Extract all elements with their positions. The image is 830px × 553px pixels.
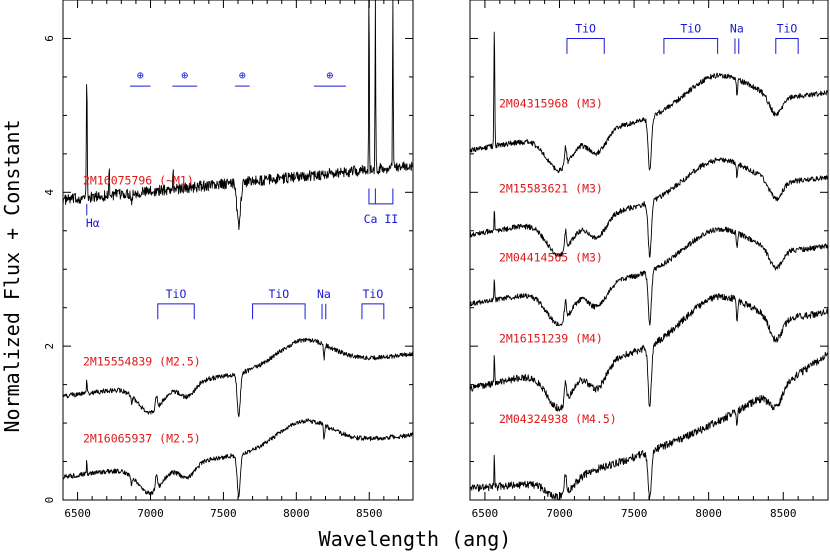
- feature-label: TiO: [575, 21, 596, 35]
- panel-2: 2M04315968 (M3) 2M15583621 (M3) 2M04414565…: [469, 0, 829, 520]
- spectrum-line: [469, 31, 829, 174]
- feature-label: TiO: [268, 287, 289, 301]
- feature-bracket: [361, 303, 385, 320]
- x-tick-label: 8000: [283, 507, 310, 520]
- spectrum-label: 2M15554839 (M2.5): [83, 354, 201, 368]
- x-tick-label: 6500: [64, 507, 91, 520]
- feature-label: Na: [730, 21, 744, 35]
- spectrum-label: 2M16151239 (M4): [499, 331, 603, 345]
- spectrum-label: 2M16075796 (~M1): [83, 174, 194, 188]
- spectrum-line: [62, 337, 414, 418]
- x-tick-label: 8000: [695, 507, 722, 520]
- y-tick-label: 2: [43, 343, 56, 350]
- feature-label: TiO: [166, 287, 187, 301]
- spectrum-line: [469, 351, 829, 501]
- spectrum-label: 2M15583621 (M3): [499, 181, 603, 195]
- x-tick-label: 6500: [472, 507, 499, 520]
- spectrum-line: [469, 226, 829, 327]
- x-tick-label: 7000: [546, 507, 573, 520]
- spectrum-line: [469, 157, 829, 258]
- feature-label: TiO: [363, 287, 384, 301]
- y-axis-title: Normalized Flux + Constant: [0, 119, 24, 432]
- telluric-symbol: ⊕: [137, 68, 144, 82]
- x-tick-label: 8500: [770, 507, 797, 520]
- spectrum-line: [62, 418, 414, 498]
- spectrum-line: [62, 0, 414, 231]
- feature-label: Hα: [86, 216, 100, 230]
- feature-bracket: [775, 37, 799, 54]
- y-tick-label: 4: [43, 189, 56, 196]
- feature-label: TiO: [777, 21, 798, 35]
- panel-1: 2M16075796 (~M1) 2M15554839 (M2.5) 2M16065…: [43, 0, 414, 520]
- telluric-symbol: ⊕: [326, 68, 333, 82]
- x-tick-label: 7500: [621, 507, 648, 520]
- spectrum-label: 2M04324938 (M4.5): [499, 412, 617, 426]
- telluric-symbol: ⊕: [181, 68, 188, 82]
- spectrum-label: 2M04414565 (M3): [499, 251, 603, 265]
- spectrum-line: [469, 292, 829, 412]
- y-tick-label: 6: [43, 35, 56, 42]
- feature-bracket: [368, 188, 394, 205]
- panels: 2M16075796 (~M1) 2M15554839 (M2.5) 2M16065…: [43, 0, 829, 520]
- x-tick-label: 8500: [356, 507, 383, 520]
- x-axis-title: Wavelength (ang): [319, 527, 512, 551]
- feature-bracket: [663, 37, 719, 54]
- spectrum-label: 2M04315968 (M3): [499, 97, 603, 111]
- telluric-symbol: ⊕: [239, 68, 246, 82]
- feature-bracket: [157, 303, 195, 320]
- y-tick-label: 0: [43, 497, 56, 504]
- feature-label: Ca II: [364, 212, 399, 226]
- feature-bracket: [566, 37, 605, 54]
- feature-label: TiO: [680, 21, 701, 35]
- spectrum-label: 2M16065937 (M2.5): [83, 431, 201, 445]
- x-tick-label: 7000: [137, 507, 164, 520]
- feature-bracket: [252, 303, 306, 320]
- x-tick-label: 7500: [210, 507, 237, 520]
- feature-label: Na: [317, 287, 331, 301]
